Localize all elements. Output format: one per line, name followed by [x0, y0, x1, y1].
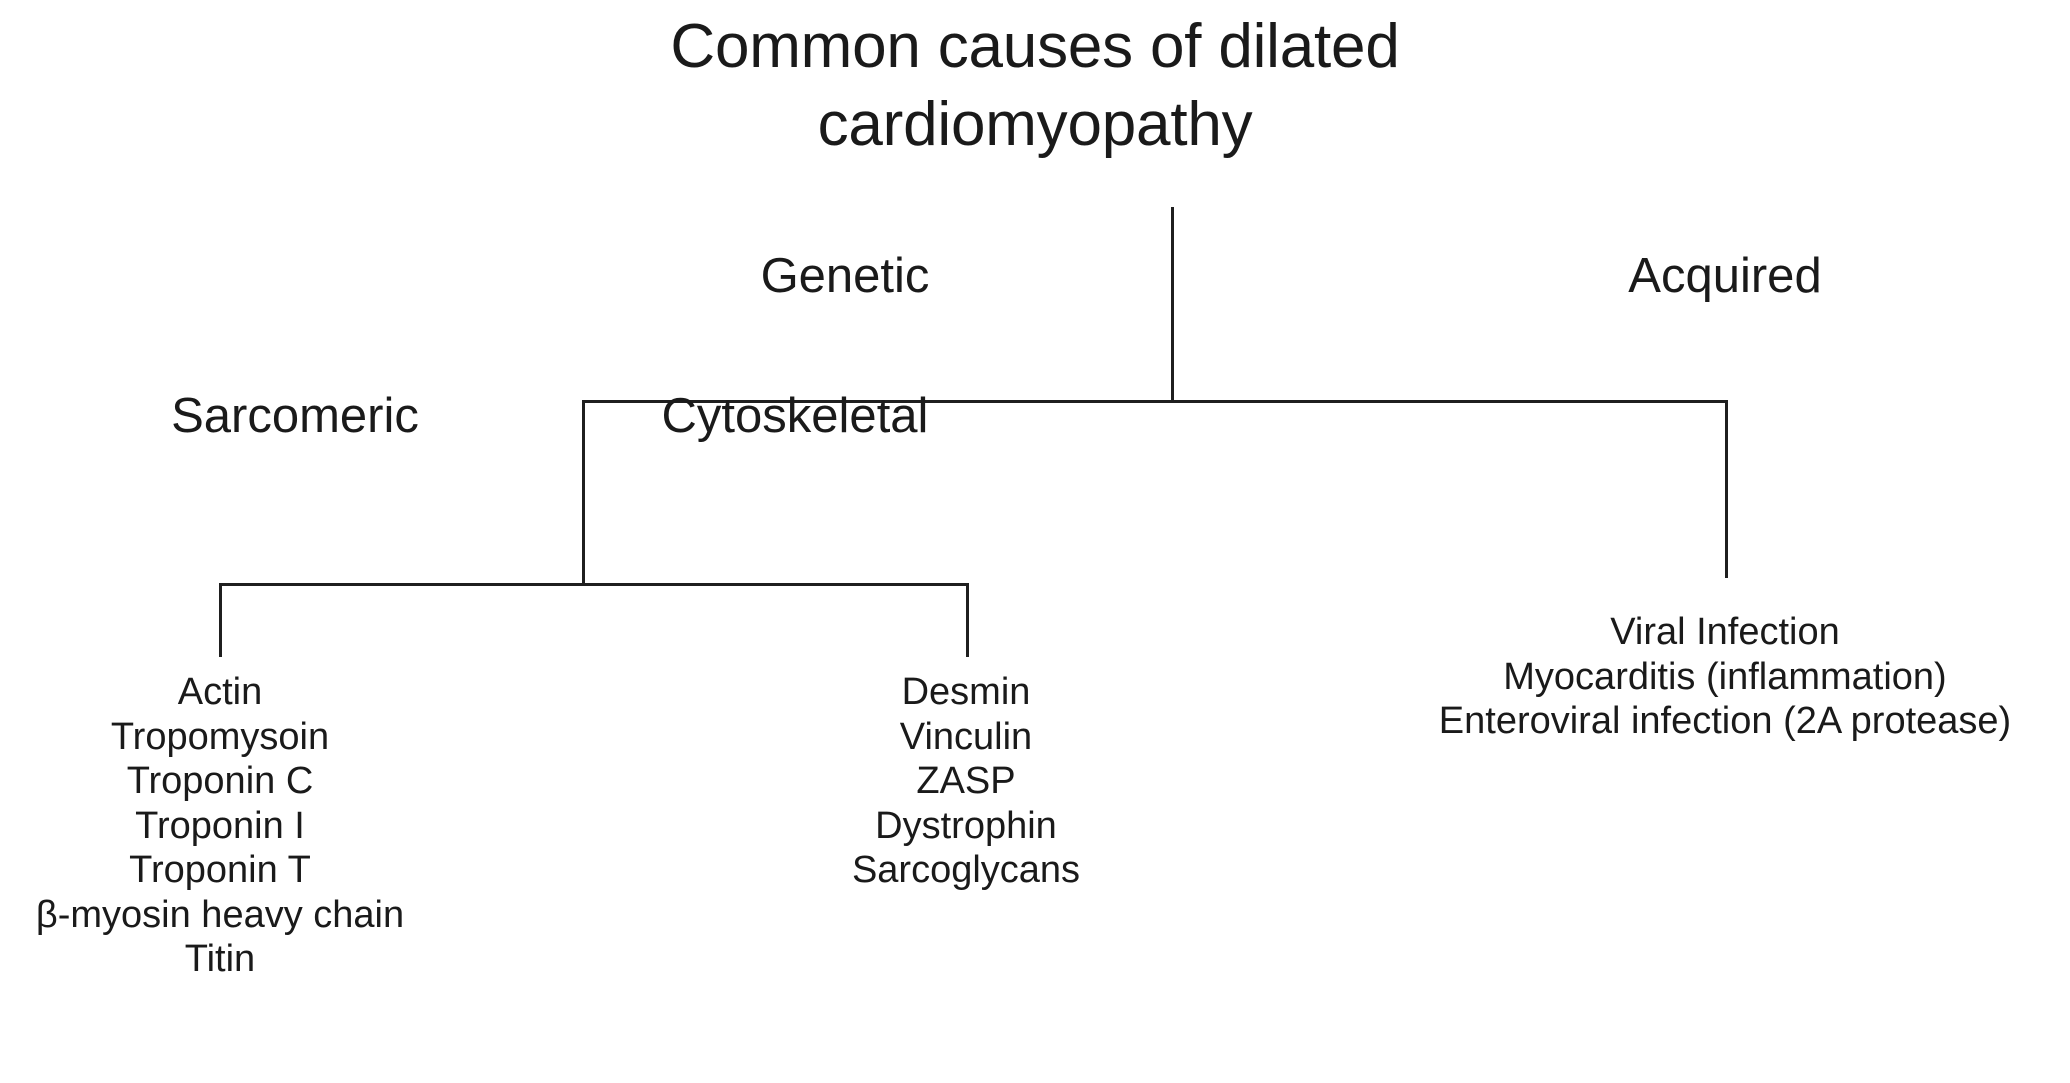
- branch-label-genetic: Genetic: [760, 249, 930, 303]
- connector-level2-bar: [219, 583, 969, 586]
- leaf-item: Titin: [184, 938, 256, 980]
- connector-acquired-drop: [1725, 400, 1728, 578]
- connector-level1-bar: [582, 400, 1728, 403]
- connector-root-trunk: [1171, 207, 1174, 403]
- title-line-2: cardiomyopathy: [817, 90, 1253, 159]
- leaf-item: Viral Infection: [1610, 611, 1840, 653]
- leaf-item: β-myosin heavy chain: [35, 893, 405, 936]
- leaf-item: Tropomysoin: [110, 715, 330, 758]
- connector-genetic-drop: [582, 400, 585, 585]
- branch-label-cytoskeletal: Cytoskeletal: [661, 389, 929, 443]
- leaf-item: Sarcoglycans: [851, 849, 1081, 891]
- leaf-item: Dystrophin: [875, 804, 1057, 847]
- leaf-item: Troponin T: [129, 849, 311, 891]
- leaf-item: Desmin: [901, 671, 1031, 713]
- leaf-item: Enteroviral infection (2A protease): [1438, 700, 2012, 742]
- leaf-item: Myocarditis (inflammation): [1503, 655, 1947, 698]
- branch-label-acquired: Acquired: [1628, 249, 1822, 303]
- diagram-title: Common causes of dilated cardiomyopathy: [0, 8, 2070, 164]
- branch-label-sarcomeric: Sarcomeric: [171, 389, 419, 443]
- title-line-1: Common causes of dilated: [670, 12, 1400, 81]
- connector-sarcomeric-drop: [219, 583, 222, 657]
- leaf-item: Troponin C: [126, 760, 314, 802]
- leaf-item: Actin: [177, 671, 263, 713]
- connector-cytoskeletal-drop: [966, 583, 969, 657]
- leaf-item: Vinculin: [899, 715, 1033, 758]
- leaf-item: ZASP: [916, 760, 1016, 802]
- leaf-item: Troponin I: [135, 804, 305, 847]
